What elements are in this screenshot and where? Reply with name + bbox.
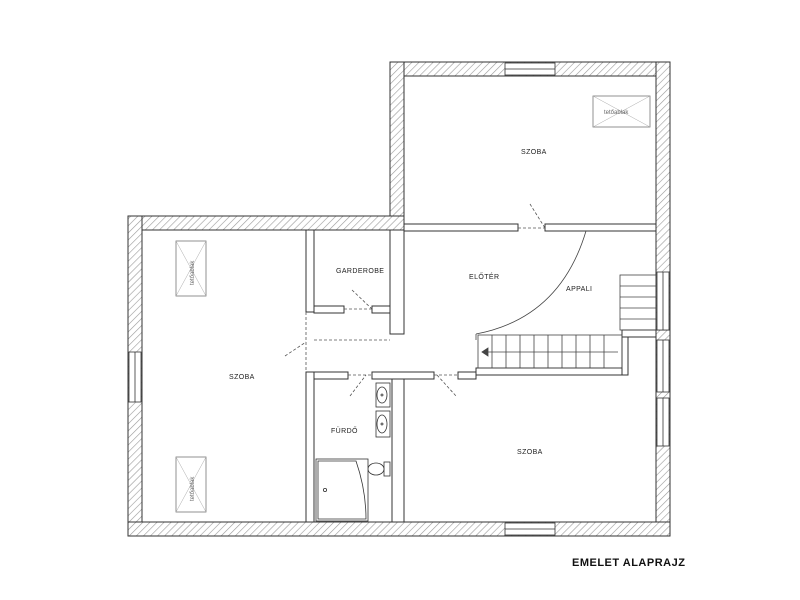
interior-walls xyxy=(305,223,657,523)
wall-bath-top xyxy=(313,371,349,380)
skylight-label: tetőablak xyxy=(604,110,629,116)
skylight-left-top: tetőablak xyxy=(175,240,207,297)
room-label-gardrob: GARDEROBE xyxy=(336,268,384,275)
room-label-szoba-upper: SZOBA xyxy=(521,149,547,156)
wall-bath-top-2 xyxy=(371,371,435,380)
skylight-label: tetőablak xyxy=(190,476,196,501)
wall-top-left xyxy=(127,215,405,231)
wall-bottom xyxy=(127,521,671,537)
skylight-left-bottom: tetőablak xyxy=(175,456,207,513)
wall-stair-bottom xyxy=(475,367,623,376)
window-bottom xyxy=(504,522,556,536)
wall-wardrobe-bottom xyxy=(313,305,345,314)
wall-upper-room-bottom-2 xyxy=(544,223,657,232)
sink-2 xyxy=(375,410,391,438)
window-right-2 xyxy=(656,339,670,393)
plan-title: EMELET ALAPRAJZ xyxy=(572,557,686,569)
sink-1 xyxy=(375,382,391,408)
toilet xyxy=(367,461,391,477)
window-right-1 xyxy=(656,271,670,331)
wall-bath-right xyxy=(391,378,405,523)
skylight-top-right: tetőablak xyxy=(592,95,651,128)
skylight-label: tetőablak xyxy=(190,260,196,285)
wall-wardrobe-bottom-2 xyxy=(371,305,391,314)
wall-wardrobe-right xyxy=(389,229,405,335)
window-right-3 xyxy=(656,397,670,447)
room-label-eloter: ELŐTÉR xyxy=(469,272,499,281)
room-label-nappali: APPALI xyxy=(566,286,592,293)
wall-upper-left xyxy=(389,61,405,231)
door-swings xyxy=(284,203,546,397)
windows xyxy=(128,62,670,536)
room-label-szoba-left: SZOBA xyxy=(229,374,255,381)
wall-hall-bottom xyxy=(457,371,477,380)
wall-upper-room-bottom xyxy=(403,223,519,232)
room-label-furdo: FÜRDŐ xyxy=(331,426,358,435)
window-top xyxy=(504,62,556,76)
bathroom-fixtures xyxy=(315,382,391,522)
exterior-walls xyxy=(127,61,671,537)
wall-stair-right-v xyxy=(621,336,629,376)
shower-tray xyxy=(315,458,369,522)
wall-stair-right xyxy=(621,329,657,338)
window-left xyxy=(128,351,142,403)
staircase xyxy=(475,230,657,369)
wall-left-room-right-top xyxy=(305,229,315,313)
wall-left-room-right-bottom xyxy=(305,371,315,523)
room-label-szoba-lower: SZOBA xyxy=(517,449,543,456)
